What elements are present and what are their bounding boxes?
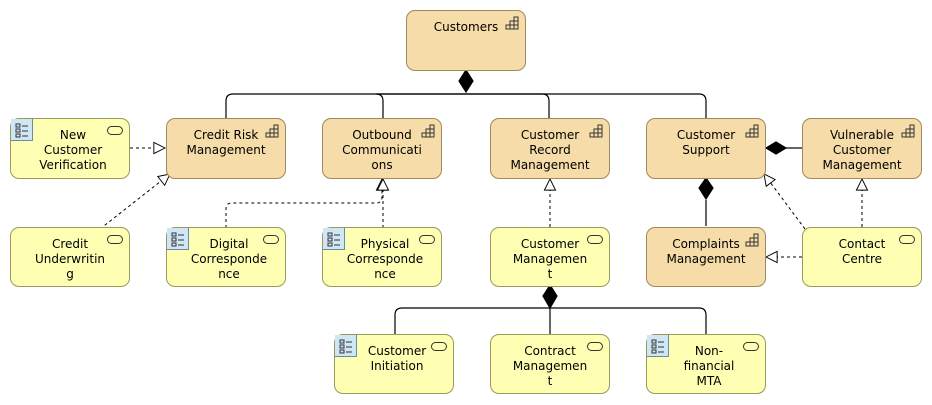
- service-digital-correspondence[interactable]: Digital Corresponde nce: [166, 227, 286, 287]
- capability-label: Customer Support: [676, 128, 736, 157]
- capability-outbound-communications[interactable]: Outbound Communicati ons: [322, 118, 442, 179]
- process-icon: [11, 119, 33, 141]
- service-contact-centre[interactable]: Contact Centre: [802, 227, 922, 287]
- capability-customers[interactable]: Customers: [406, 10, 526, 71]
- capability-vulnerable-customer-management[interactable]: Vulnerable Customer Management: [802, 118, 922, 179]
- service-label: Physical Corresponde nce: [346, 237, 424, 281]
- composition-customers: [225, 68, 707, 119]
- service-label: Customer Managemen t: [512, 237, 588, 281]
- process-icon: [323, 228, 345, 250]
- capability-credit-risk-management[interactable]: Credit Risk Management: [166, 118, 286, 179]
- service-icon: [107, 235, 123, 244]
- capability-label: Customers: [433, 20, 499, 34]
- service-icon: [587, 342, 603, 351]
- capability-icon: [265, 124, 279, 138]
- service-label: Customer Initiation: [367, 344, 427, 373]
- composition-customer-management: [394, 283, 707, 334]
- realization-lines: [99, 148, 862, 257]
- capability-icon: [421, 124, 435, 138]
- service-customer-initiation[interactable]: Customer Initiation: [334, 334, 454, 394]
- service-icon: [419, 235, 435, 244]
- service-label: Contract Managemen t: [512, 344, 588, 388]
- capability-icon: [589, 124, 603, 138]
- capability-icon: [745, 124, 759, 138]
- service-icon: [431, 342, 447, 351]
- capability-icon: [901, 124, 915, 138]
- service-contract-management[interactable]: Contract Managemen t: [490, 334, 610, 394]
- process-icon: [647, 335, 669, 357]
- capability-label: Vulnerable Customer Management: [822, 128, 902, 172]
- service-label: Non- financial MTA: [683, 344, 735, 388]
- capability-label: Complaints Management: [666, 237, 746, 266]
- process-icon: [167, 228, 189, 250]
- service-icon: [899, 235, 915, 244]
- service-label: Digital Corresponde nce: [190, 237, 268, 281]
- service-icon: [107, 126, 123, 135]
- capability-icon: [505, 16, 519, 30]
- capability-customer-support[interactable]: Customer Support: [646, 118, 766, 179]
- process-icon: [335, 335, 357, 357]
- service-physical-correspondence[interactable]: Physical Corresponde nce: [322, 227, 442, 287]
- capability-label: Customer Record Management: [510, 128, 590, 172]
- capability-label: Outbound Communicati ons: [342, 128, 422, 172]
- service-label: Credit Underwritin g: [34, 237, 106, 281]
- service-icon: [743, 342, 759, 351]
- capability-customer-record-management[interactable]: Customer Record Management: [490, 118, 610, 179]
- service-label: New Customer Verification: [39, 128, 107, 172]
- capability-icon: [745, 233, 759, 247]
- capability-complaints-management[interactable]: Complaints Management: [646, 227, 766, 287]
- capability-label: Credit Risk Management: [186, 128, 266, 157]
- service-icon: [587, 235, 603, 244]
- service-label: Contact Centre: [838, 237, 886, 266]
- service-new-customer-verification[interactable]: New Customer Verification: [10, 118, 130, 179]
- service-icon: [263, 235, 279, 244]
- service-non-financial-mta[interactable]: Non- financial MTA: [646, 334, 766, 394]
- service-credit-underwriting[interactable]: Credit Underwritin g: [10, 227, 130, 287]
- composition-vulnerable: [764, 141, 802, 155]
- composition-customer-support: [698, 176, 714, 226]
- service-customer-management[interactable]: Customer Managemen t: [490, 227, 610, 287]
